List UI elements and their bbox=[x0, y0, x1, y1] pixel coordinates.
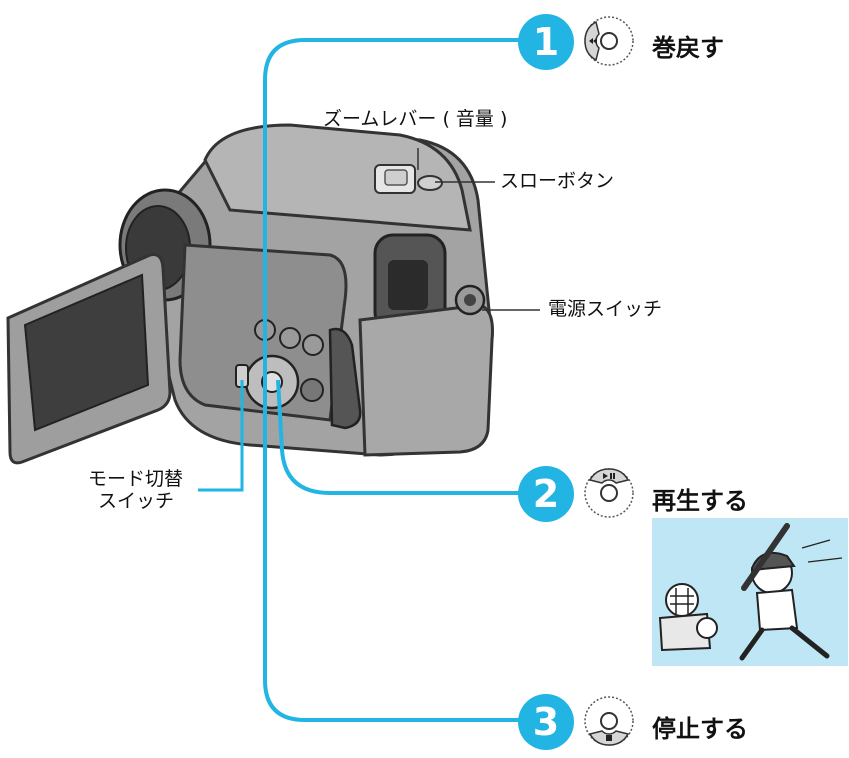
step-3-label: 停止する bbox=[652, 715, 748, 743]
rewind-pad-icon bbox=[584, 16, 634, 66]
stop-pad-icon bbox=[584, 696, 634, 746]
camcorder-body bbox=[118, 123, 494, 457]
lcd-monitor bbox=[6, 253, 172, 465]
slow-button-label: スローボタン bbox=[500, 170, 615, 192]
step-3-number: 3 bbox=[518, 694, 574, 750]
baseball-scene-illustration bbox=[652, 518, 848, 666]
step-1-label: 巻戻す bbox=[652, 34, 724, 62]
step-2-number: 2 bbox=[518, 466, 574, 522]
step-2-label: 再生する bbox=[652, 487, 748, 515]
step-1-number: 1 bbox=[518, 14, 574, 70]
zoom-lever-label: ズームレバー ( 音量 ) bbox=[323, 108, 508, 130]
mode-switch-label-line2: スイッチ bbox=[98, 490, 175, 512]
mode-switch-label-line1: モード切替 bbox=[88, 468, 184, 490]
power-switch-label: 電源スイッチ bbox=[548, 298, 663, 320]
play-pause-pad-icon bbox=[584, 468, 634, 518]
